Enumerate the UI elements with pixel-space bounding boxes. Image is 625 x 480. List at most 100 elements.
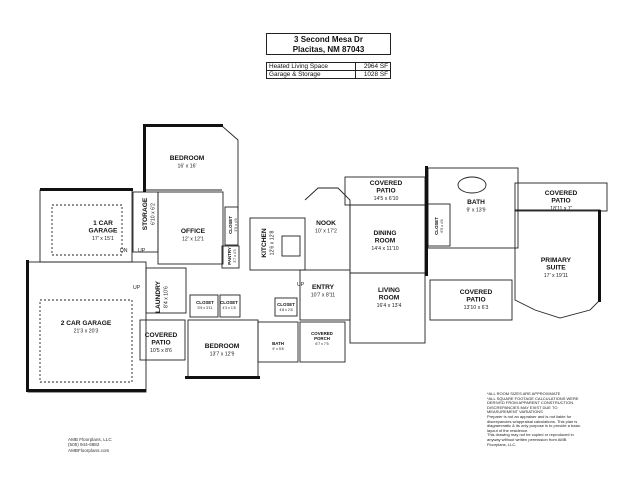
disclaimer-line: anyway without written permission from A… xyxy=(487,436,567,442)
dn-label: DN xyxy=(120,248,128,254)
company-name: AMB Floorplans, LLC xyxy=(68,437,112,442)
room-name: BEDROOM xyxy=(170,155,205,162)
room-name: CLOSET xyxy=(434,217,439,235)
room-name: PATIO xyxy=(551,197,570,204)
room-dimensions: 18'11 x 7' xyxy=(550,206,572,212)
disclaimer-line: layout of the residence. xyxy=(487,427,529,433)
room-name: PORCH xyxy=(314,336,330,341)
room-name: LIVING xyxy=(378,287,400,294)
room-name: PATIO xyxy=(376,187,395,194)
room-dimensions: 12' x 12'1 xyxy=(182,236,204,242)
room-dimensions: 13'7 x 12'9 xyxy=(210,351,235,357)
disclaimer-line: Preparer is not an appraiser and is not … xyxy=(487,413,572,419)
disclaimer-line: MEASUREMENT VARIATIONS xyxy=(487,409,543,415)
room-name: ROOM xyxy=(379,294,400,301)
room-dimensions: 3'7 x 4'3 xyxy=(233,249,237,262)
exterior-walls xyxy=(26,124,601,392)
room-dimensions: 5'9 x 3'11 xyxy=(198,306,213,310)
area-summary-table: Heated Living Space 2964 SF Garage & Sto… xyxy=(266,62,391,79)
disclaimer-line: *ALL SQUARE FOOTAGE CALCULATIONS WERE xyxy=(487,395,579,401)
room-dimensions: 17' x 19'11 xyxy=(544,273,568,279)
room-dimensions: 4'8 x 2'8 xyxy=(279,308,292,312)
room-dimensions: 17' x 15'1 xyxy=(92,236,114,242)
room-name: LAUNDRY xyxy=(155,280,162,313)
room-name: PATIO xyxy=(151,339,170,346)
room-name: COVERED xyxy=(145,332,178,339)
room-dimensions: 6'10 x 6'2 xyxy=(150,203,156,225)
room-name: KITCHEN xyxy=(261,228,268,258)
up-label: UP xyxy=(133,285,141,291)
room-dimensions: 10'5 x 8'6 xyxy=(150,348,172,354)
room-name: COVERED xyxy=(545,190,578,197)
room-dimensions: 16'4 x 13'4 xyxy=(377,303,402,309)
room-name: CLOSET xyxy=(228,216,233,234)
area-value: 1028 SF xyxy=(355,70,391,79)
room-dimensions: 10' x 17'2 xyxy=(315,228,337,234)
room-dimensions: 10'7 x 8'11 xyxy=(311,292,335,298)
up-label: UP xyxy=(297,282,305,288)
room-name: ROOM xyxy=(375,237,396,244)
address-line-1: 3 Second Mesa Dr xyxy=(294,35,363,44)
room-name: 2 CAR GARAGE xyxy=(61,320,112,327)
room-name: OFFICE xyxy=(181,228,206,235)
disclaimer-line: Floorplans, LLC. xyxy=(487,441,517,447)
room-dimensions: 6'5 x 4'6 xyxy=(440,219,444,232)
disclaimer-line: discrepancies w/appraisal calculations. … xyxy=(487,418,578,424)
room-name: NOOK xyxy=(316,220,336,227)
room-dimensions: 4'3 x 1'8 xyxy=(222,306,235,310)
room-name: SUITE xyxy=(546,264,566,271)
room-name: COVERED xyxy=(370,180,403,187)
room-name: CLOSET xyxy=(277,302,295,307)
room-dimensions: 3'5 x 4'6 xyxy=(234,218,238,231)
room-name: BATH xyxy=(467,199,485,206)
room-name: ENTRY xyxy=(312,284,335,291)
room-dimensions: 14'5 x 6'10 xyxy=(374,196,399,202)
room-name: COVERED xyxy=(311,331,333,336)
interior-walls xyxy=(27,125,608,393)
company-website: AMBFloorplans.com xyxy=(68,447,110,453)
up-label: UP xyxy=(138,248,146,254)
room-name: BATH xyxy=(272,341,284,346)
room-dimensions: 14'4 x 11'10 xyxy=(371,246,398,252)
room-dimensions: 8'4 x 10'6 xyxy=(163,286,169,308)
room-dimensions: 21'3 x 20'3 xyxy=(74,328,99,334)
disclaimer: *ALL ROOM SIZES ARE APPROXIMATE*ALL SQUA… xyxy=(487,391,617,447)
room-dimensions: 9' x 13'9 xyxy=(467,207,486,213)
room-name: STORAGE xyxy=(142,197,149,230)
room-dimensions: 9' x 5'8 xyxy=(272,347,283,351)
room-dimensions: 6'7 x 7'5 xyxy=(315,342,328,346)
room-name: DINING xyxy=(373,230,396,237)
room-name: PRIMARY xyxy=(541,257,572,264)
disclaimer-line: This drawing may not be copied or reprod… xyxy=(487,432,574,438)
area-row-garage: Garage & Storage 1028 SF xyxy=(266,70,391,79)
address-line-2: Placitas, NM 87043 xyxy=(292,45,365,54)
room-name: PANTRY xyxy=(227,247,232,265)
room-dimensions: 16' x 16' xyxy=(178,163,197,169)
disclaimer-line: diagrammatic & its only purpose is to pr… xyxy=(487,423,581,429)
